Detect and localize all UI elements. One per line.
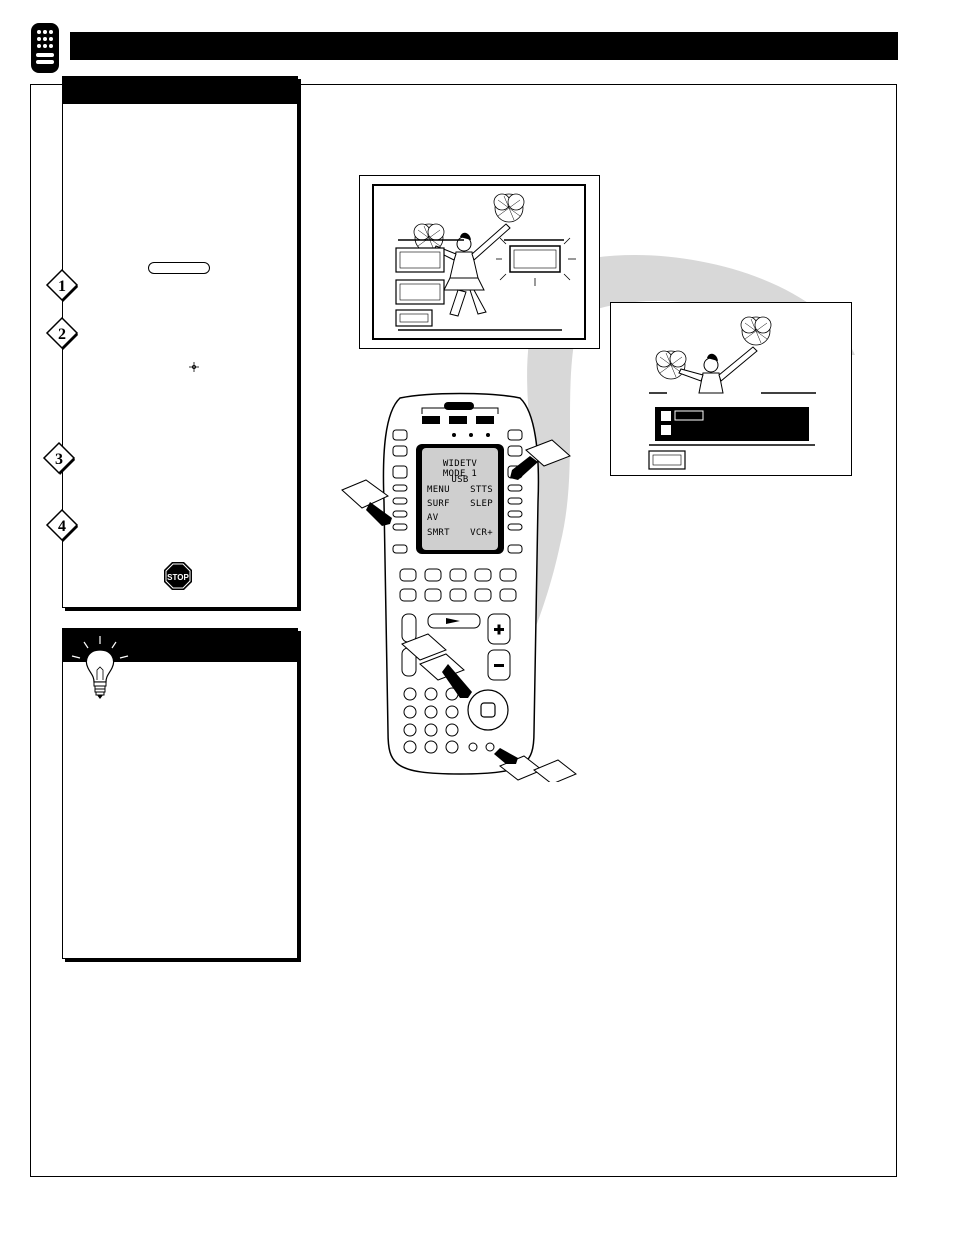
- instruction-panel-header: [62, 76, 298, 104]
- title-bar: [70, 32, 898, 60]
- step-3-badge: 3: [42, 441, 76, 475]
- remote-control-drawing: WIDETV MODE 1 USB MENU SURF AV SMRT STTS…: [330, 392, 590, 785]
- lcd-mode: MODE 1: [443, 469, 477, 479]
- step-1-number: 1: [58, 278, 66, 295]
- step-2-number: 2: [58, 326, 66, 343]
- step-1-badge: 1: [45, 268, 79, 302]
- lcd-left-2: AV: [427, 513, 439, 523]
- lcd-left-0: MENU: [427, 485, 450, 495]
- lcd-right-3: VCR+: [470, 528, 493, 538]
- stop-sign-icon: STOP: [163, 561, 193, 591]
- tv-screen-illustration-2: [610, 302, 852, 476]
- lcd-right-1: SLEP: [470, 499, 493, 509]
- step-2-badge: 2: [45, 316, 79, 350]
- stop-sign-label: STOP: [167, 573, 189, 582]
- light-bulb-icon: [70, 634, 132, 704]
- step-3-number: 3: [55, 451, 63, 468]
- step-4-number: 4: [58, 518, 66, 535]
- four-way-arrow-icon: [188, 360, 200, 372]
- lcd-left-3: SMRT: [427, 528, 450, 538]
- menu-button-outline: [148, 262, 210, 274]
- step-4-badge: 4: [45, 508, 79, 542]
- lcd-left-1: SURF: [427, 499, 450, 509]
- lcd-right-0: STTS: [470, 485, 493, 495]
- remote-control-icon: [30, 22, 60, 74]
- page-frame: [30, 84, 897, 1177]
- tv-screen-display: [372, 184, 586, 340]
- instruction-panel: [62, 76, 298, 608]
- lcd-small: USB: [451, 475, 468, 485]
- lcd-title: WIDETV: [443, 459, 478, 469]
